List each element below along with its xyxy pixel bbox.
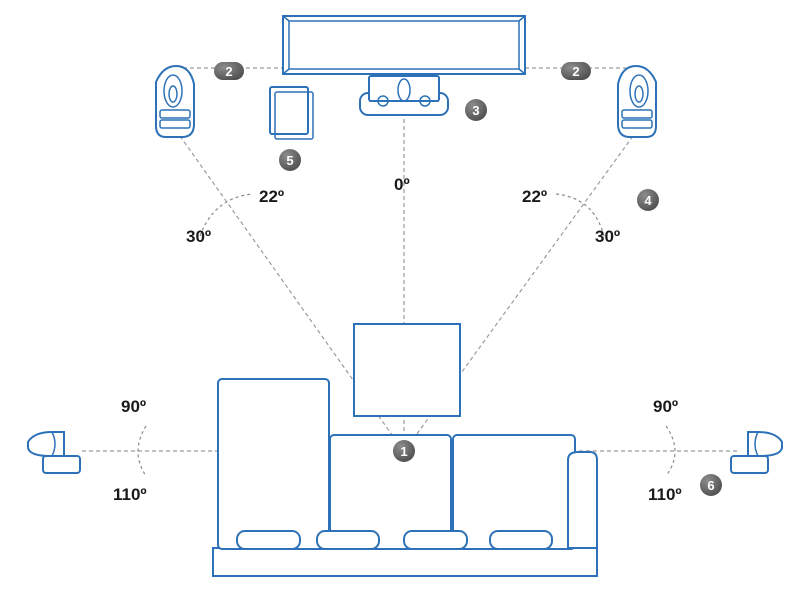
badge-center-speaker: 3 xyxy=(465,99,487,121)
front-left-arc xyxy=(199,193,253,237)
svg-text:4: 4 xyxy=(644,193,652,208)
tv-screen xyxy=(282,15,526,75)
side-left-arc xyxy=(137,425,147,477)
surround-left-speaker xyxy=(27,431,81,474)
svg-text:2: 2 xyxy=(225,64,232,79)
sofa xyxy=(212,378,598,577)
front-left-inner-angle-label: 22º xyxy=(259,187,284,206)
angle-arcs xyxy=(137,193,676,477)
side-right-arc xyxy=(665,425,676,477)
badge-front-speakers: 4 xyxy=(637,189,659,211)
front-right-speaker xyxy=(617,64,657,138)
svg-text:3: 3 xyxy=(472,103,479,118)
svg-text:1: 1 xyxy=(400,444,407,459)
front-left-speaker xyxy=(155,64,195,138)
badge-subwoofer: 5 xyxy=(279,149,301,171)
badge-surround-speakers: 6 xyxy=(700,474,722,496)
front-right-inner-angle-label: 22º xyxy=(522,187,547,206)
badge-front-left-distance: 2 xyxy=(214,62,244,80)
front-left-sightline xyxy=(179,135,403,450)
side-right-upper-angle-label: 90º xyxy=(653,397,678,416)
center-speaker xyxy=(359,75,449,116)
front-left-outer-angle-label: 30º xyxy=(186,227,211,246)
center-angle-label: 0º xyxy=(394,175,410,194)
side-right-lower-angle-label: 110º xyxy=(648,485,682,504)
svg-text:5: 5 xyxy=(286,153,293,168)
svg-text:2: 2 xyxy=(572,64,579,79)
coffee-table xyxy=(353,323,461,417)
badge-listener: 1 xyxy=(393,440,415,462)
side-left-lower-angle-label: 110º xyxy=(113,485,147,504)
subwoofer xyxy=(269,86,314,140)
badge-front-right-distance: 2 xyxy=(561,62,591,80)
front-right-outer-angle-label: 30º xyxy=(595,227,620,246)
svg-text:6: 6 xyxy=(707,478,714,493)
surround-right-speaker xyxy=(730,431,783,474)
side-left-upper-angle-label: 90º xyxy=(121,397,146,416)
front-right-arc xyxy=(555,193,605,237)
